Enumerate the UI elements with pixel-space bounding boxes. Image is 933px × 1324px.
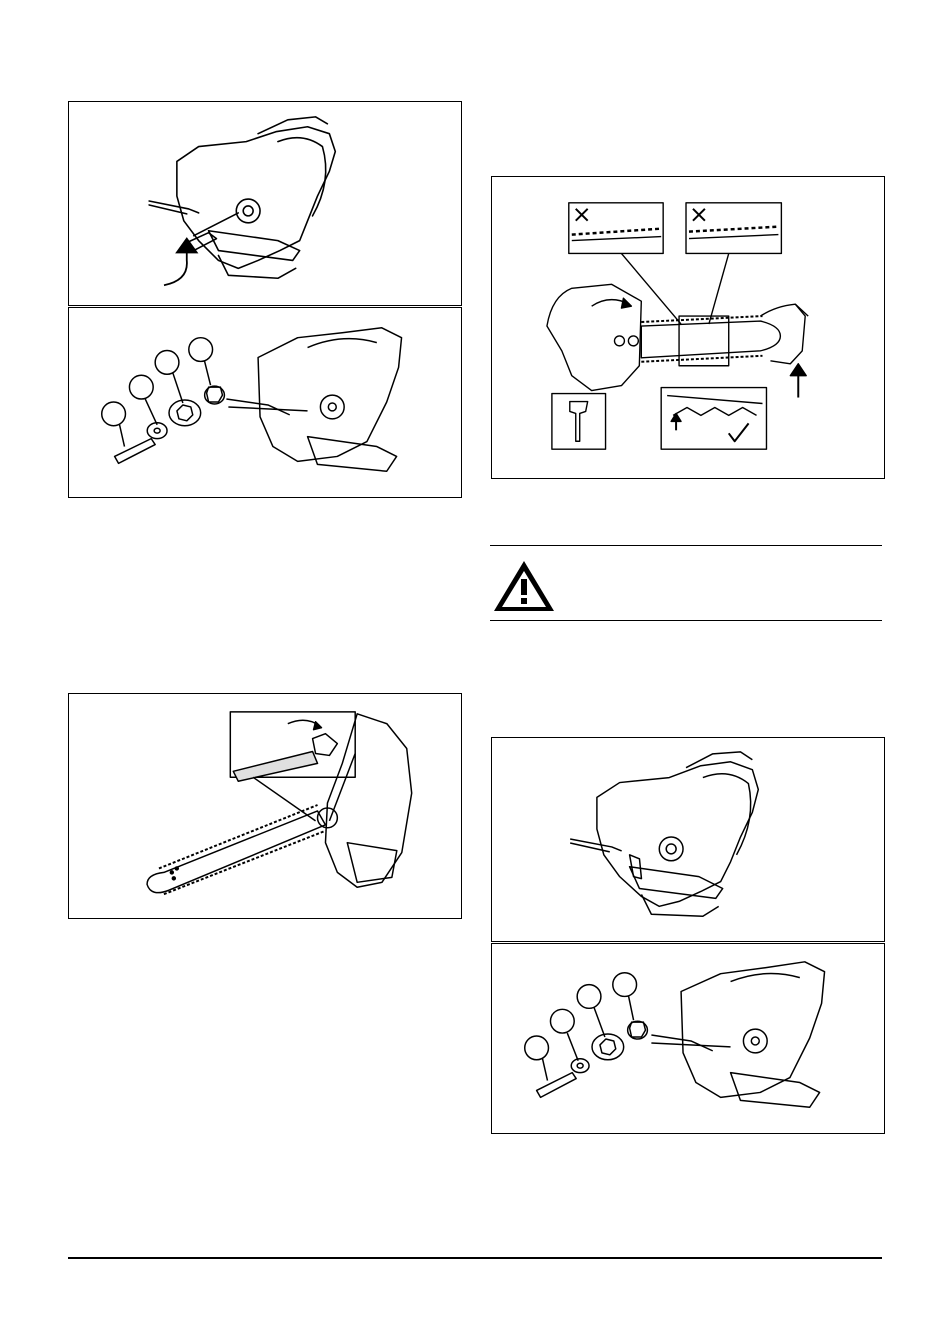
callout-d xyxy=(613,973,637,997)
figure-exploded-parts-2 xyxy=(491,943,885,1134)
illustration-exploded-parts-2 xyxy=(492,944,884,1133)
figure-wrench-removal xyxy=(68,101,462,306)
figure-chain-tension xyxy=(491,176,885,479)
callout-1 xyxy=(102,402,126,426)
cross-icon xyxy=(576,209,588,221)
callout-2 xyxy=(129,375,153,399)
warning-box xyxy=(490,545,882,621)
figure-exploded-parts-1 xyxy=(68,307,462,498)
illustration-assembly xyxy=(492,738,884,941)
footer-rule xyxy=(68,1257,882,1259)
up-arrow-icon xyxy=(164,239,197,286)
illustration-tighten-screw xyxy=(69,694,461,918)
callout-b xyxy=(550,1009,574,1033)
warning-triangle-icon xyxy=(490,557,558,615)
figure-assembly xyxy=(491,737,885,942)
illustration-saw-wrench xyxy=(69,102,461,305)
callout-4 xyxy=(189,338,213,362)
figure-tighten-screw xyxy=(68,693,462,919)
warning-bottom-rule xyxy=(490,620,882,621)
cross-icon-2 xyxy=(693,209,705,221)
illustration-exploded-parts xyxy=(69,308,461,497)
callout-c xyxy=(577,985,601,1009)
illustration-chain-tension xyxy=(492,177,884,478)
warning-top-rule xyxy=(490,545,882,546)
callout-3 xyxy=(155,351,179,375)
incorrect-inset-1 xyxy=(569,203,663,254)
callout-a xyxy=(525,1036,549,1060)
check-icon xyxy=(729,423,749,441)
